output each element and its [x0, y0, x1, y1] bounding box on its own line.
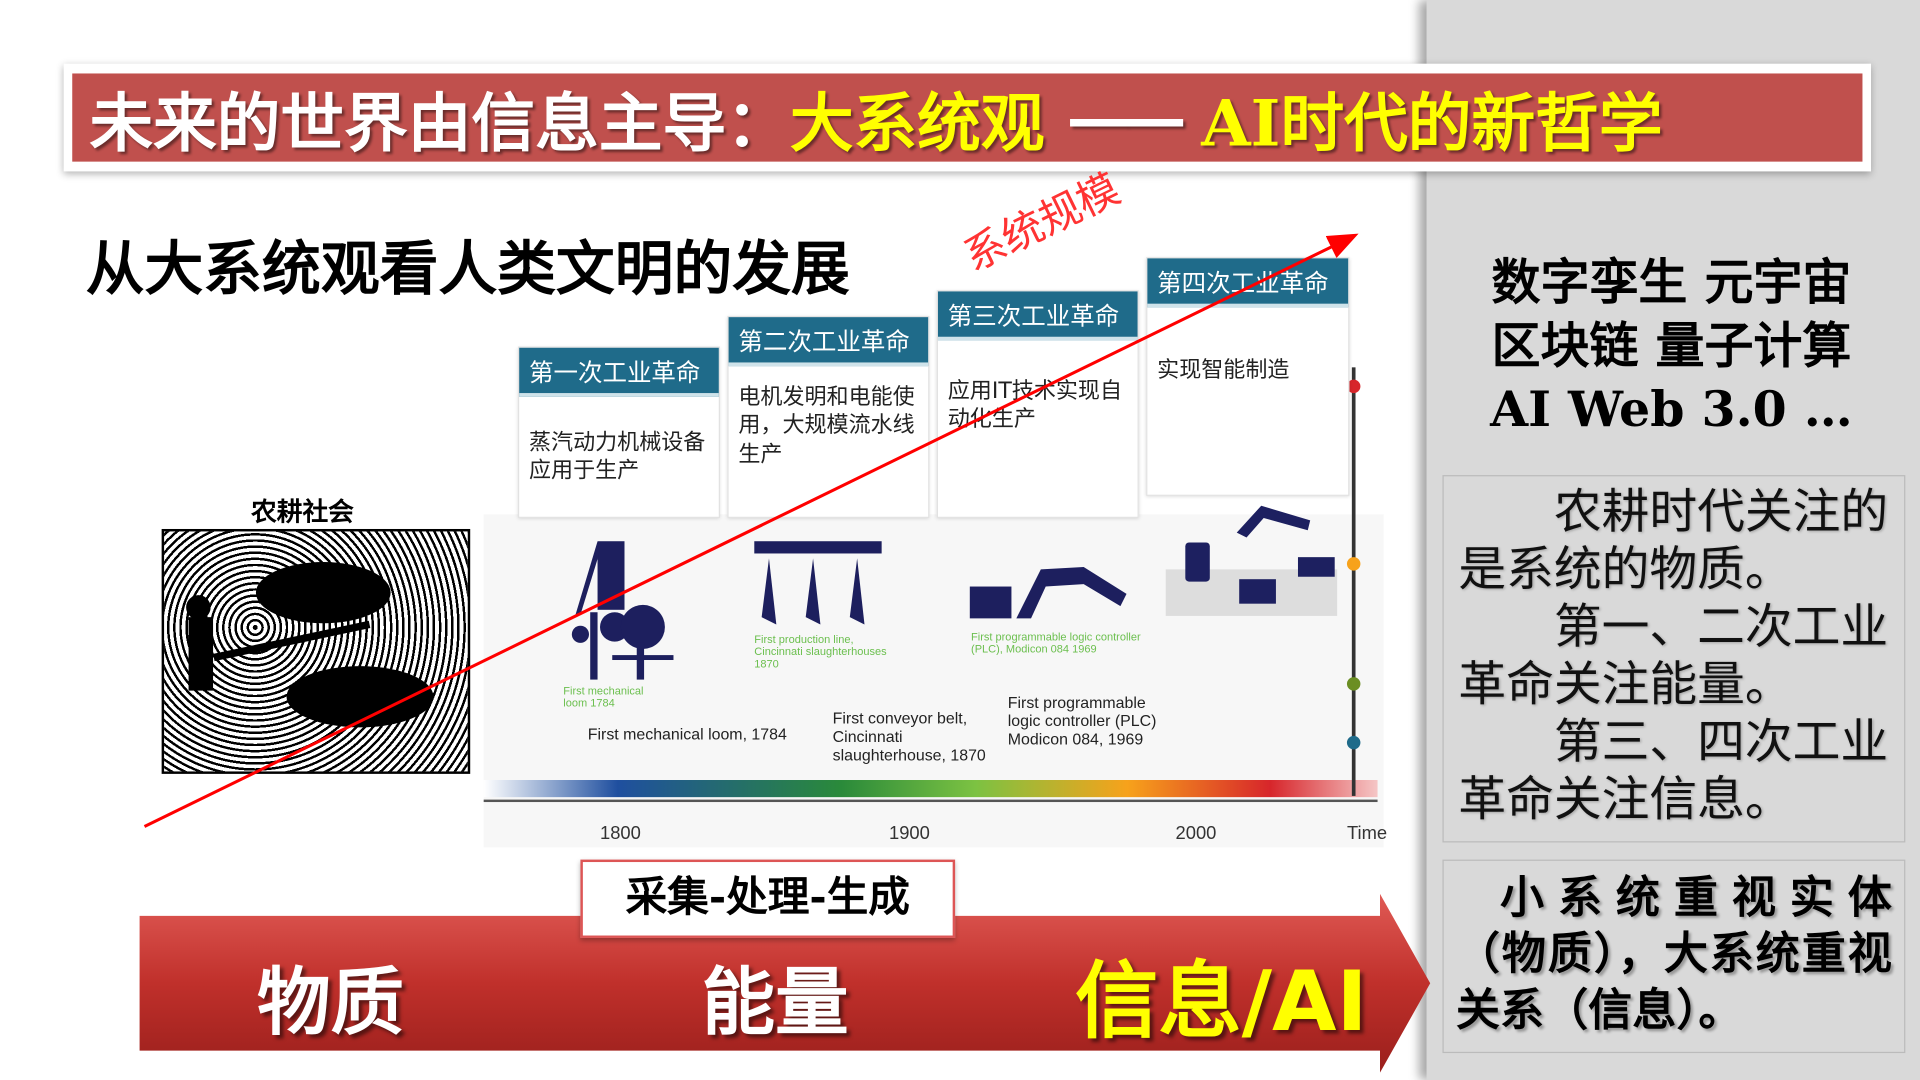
title-part2: 大系统观	[789, 86, 1045, 162]
note-line: 第三、四次工业革命关注信息。	[1458, 715, 1889, 828]
loom-icon	[571, 541, 674, 680]
revolution-header: 第三次工业革命	[937, 291, 1138, 341]
title-banner: 未来的世界由信息主导： 大系统观 —— AI时代的新哲学	[63, 63, 1872, 172]
revolution-header: 第四次工业革命	[1147, 258, 1349, 308]
agriculture-label: 农耕社会	[251, 497, 354, 527]
title-dash: ——	[1066, 80, 1187, 155]
conveyor-caption: First conveyor belt, Cincinnati slaughte…	[832, 708, 986, 764]
timeline-vertical-axis	[1351, 367, 1356, 796]
tech-line: 数字孪生 元宇宙	[1491, 253, 1852, 312]
tick-1900: 1900	[888, 822, 930, 844]
tick-1800: 1800	[600, 822, 641, 844]
scale-arrow-label: 系统规模	[956, 164, 1128, 282]
agriculture-woodcut-image	[161, 528, 471, 774]
plc-small-caption: First programmable logic controller (PLC…	[971, 630, 1141, 655]
loom-small-caption: First mechanical loom 1784	[563, 684, 644, 709]
smart-factory-icon	[1165, 505, 1338, 616]
revolution-card-2: 第二次工业革命 电机发明和电能使用，大规模流水线生产	[727, 315, 930, 518]
revolution-body: 实现智能制造	[1157, 357, 1290, 384]
timeline-axis	[483, 799, 1378, 803]
tech-list: 数字孪生 元宇宙 区块链 量子计算 AI Web 3.0 …	[1445, 251, 1898, 442]
conveyor-small-caption: First production line, Cincinnati slaugh…	[754, 633, 887, 670]
revolution-header: 第一次工业革命	[519, 347, 719, 397]
stage-information-ai: 信息/AI	[1075, 953, 1368, 1051]
plc-robot-icon	[969, 566, 1127, 619]
note-line: 农耕时代关注的是系统的物质。	[1458, 484, 1889, 598]
note-line: 第一、二次工业革命关注能量。	[1458, 600, 1889, 713]
progress-arrow	[139, 893, 1431, 1073]
tick-time: Time	[1346, 822, 1388, 844]
title-part1: 未来的世界由信息主导：	[89, 86, 790, 162]
marker-dot-orange	[1346, 557, 1361, 571]
timeline-color-band	[483, 780, 1378, 798]
system-view-note: 小系统重视实体（物质），大系统重视关系（信息）。	[1442, 859, 1906, 1054]
tech-line: 区块链 量子计算	[1491, 317, 1852, 375]
subtitle: 从大系统观看人类文明的发展	[85, 235, 850, 304]
revolution-body: 应用IT技术实现自动化生产	[947, 378, 1123, 433]
stage-matter: 物质	[257, 960, 405, 1046]
revolution-card-4: 第四次工业革命 实现智能制造	[1146, 257, 1350, 496]
stage-energy: 能量	[701, 960, 849, 1046]
revolution-body: 电机发明和电能使用，大规模流水线生产	[738, 384, 915, 468]
tech-line: AI Web 3.0 …	[1490, 380, 1853, 439]
revolution-header: 第二次工业革命	[728, 317, 929, 367]
revolution-body: 蒸汽动力机械设备应用于生产	[528, 429, 706, 485]
tick-2000: 2000	[1175, 822, 1217, 844]
revolution-card-1: 第一次工业革命 蒸汽动力机械设备应用于生产	[517, 346, 721, 518]
title-text: 未来的世界由信息主导： 大系统观 —— AI时代的新哲学	[72, 73, 1863, 162]
marker-dot-blue	[1346, 735, 1361, 750]
process-label: 采集-处理-生成	[580, 859, 956, 938]
title-part3: AI时代的新哲学	[1201, 86, 1663, 162]
loom-caption: First mechanical loom, 1784	[587, 724, 787, 744]
conveyor-icon	[754, 541, 882, 625]
oxen-plough-icon	[186, 562, 434, 728]
era-focus-note: 农耕时代关注的是系统的物质。 第一、二次工业革命关注能量。 第三、四次工业革命关…	[1442, 475, 1906, 843]
right-panel	[1426, 0, 1920, 1080]
revolution-card-3: 第三次工业革命 应用IT技术实现自动化生产	[936, 290, 1139, 518]
plc-caption: First programmable logic controller (PLC…	[1007, 693, 1157, 749]
marker-dot-green	[1346, 677, 1361, 691]
